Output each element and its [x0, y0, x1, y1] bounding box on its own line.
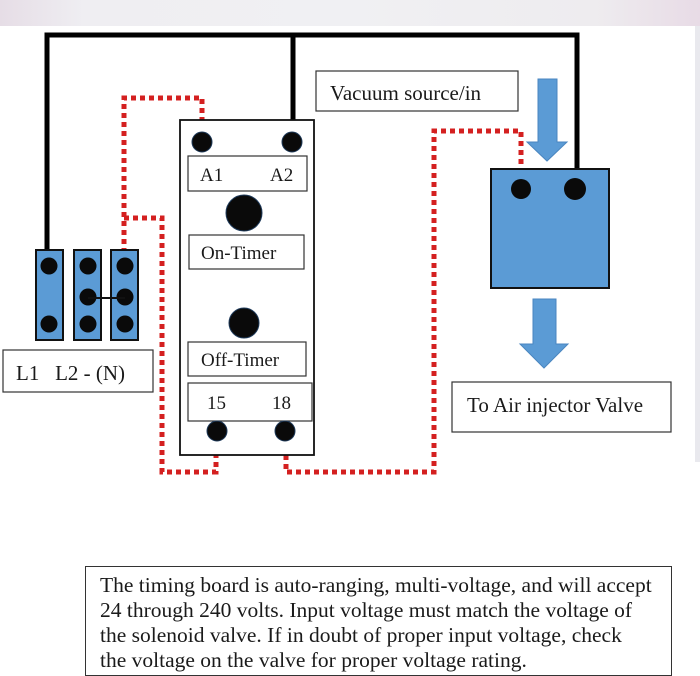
air-injector-box — [451, 381, 672, 433]
on-timer-knob[interactable] — [225, 194, 263, 232]
vacuum-inlet-arrow-icon — [525, 78, 569, 162]
terminal-contact — [40, 315, 58, 333]
terminal-contact — [79, 315, 97, 333]
terminal-a1-contact — [191, 131, 213, 153]
note-line: The timing board is auto-ranging, multi-… — [100, 573, 652, 597]
15-18-label-box — [187, 382, 313, 422]
timing-board: A1 A2 On-Timer Off-Timer 15 18 — [179, 119, 315, 456]
note-line: 24 through 240 volts. Input voltage must… — [100, 598, 633, 622]
off-timer-knob[interactable] — [228, 307, 260, 339]
wire-18-to-valve — [283, 128, 524, 475]
valve-contact-right — [564, 178, 586, 200]
signal-wires — [121, 95, 524, 475]
solenoid-valve — [490, 168, 610, 289]
a1-a2-label-box — [187, 155, 308, 192]
air-injector-label: To Air injector Valve — [467, 393, 643, 417]
label-a2: A2 — [270, 165, 293, 186]
vacuum-source-box — [315, 70, 519, 112]
note-line: the solenoid valve. If in doubt of prope… — [100, 623, 622, 647]
voltage-note: The timing board is auto-ranging, multi-… — [85, 566, 672, 676]
on-timer-label-box — [188, 234, 305, 270]
wire-n-to-a1 — [121, 95, 205, 262]
wire-n-to-15 — [124, 215, 219, 475]
note-line: the voltage on the valve for proper volt… — [100, 648, 527, 672]
terminal-contact — [40, 257, 58, 275]
terminal-a2-contact — [281, 131, 303, 153]
terminal-15-contact — [206, 420, 228, 442]
terminal-contact — [116, 257, 134, 275]
right-edge-strip — [695, 26, 700, 462]
label-18: 18 — [272, 393, 291, 414]
terminal-contact — [79, 257, 97, 275]
wiring-diagram: L1 L2 - (N) A1 A2 On-Timer Off-Timer 15 … — [2, 32, 672, 475]
terminal-label-box — [2, 349, 154, 393]
label-a1: A1 — [200, 165, 223, 186]
solenoid-valve-body — [490, 168, 610, 289]
terminal-18-contact — [274, 420, 296, 442]
valve-contact-left — [511, 179, 531, 199]
terminal-label: L1 L2 - (N) — [16, 361, 125, 385]
on-timer-label: On-Timer — [201, 243, 277, 264]
terminal-contact — [116, 315, 134, 333]
off-timer-label-box — [187, 341, 307, 377]
top-band — [0, 0, 700, 26]
air-outlet-arrow-icon — [518, 298, 570, 369]
wire-l1-to-valve — [44, 32, 580, 250]
label-15: 15 — [207, 393, 226, 414]
off-timer-label: Off-Timer — [201, 350, 280, 371]
terminal-blocks — [35, 249, 139, 341]
vacuum-source-label: Vacuum source/in — [330, 81, 482, 105]
